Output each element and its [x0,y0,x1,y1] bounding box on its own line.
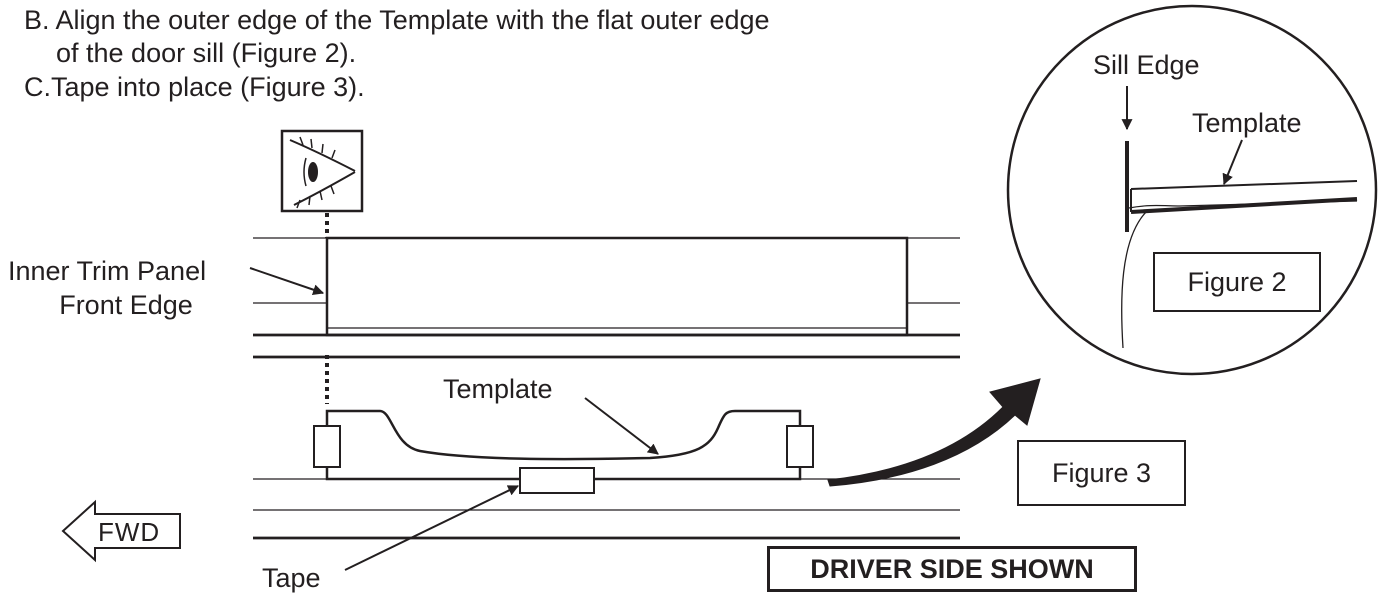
template-outline [325,409,802,481]
front-edge-label: Front Edge [59,290,193,320]
figure3-label: Figure 3 [1017,440,1186,506]
template-label: Template [443,374,553,404]
instruction-step-b-line2: of the door sill (Figure 2). [56,38,357,68]
inner-trim-panel-label: Inner Trim Panel [8,256,207,286]
eye-icon [280,129,364,213]
template-detail-label: Template [1192,108,1302,138]
upper-sill-view [253,236,960,359]
tape-label: Tape [262,563,321,593]
driver-side-banner: DRIVER SIDE SHOWN [767,546,1137,592]
figure2-label: Figure 2 [1153,252,1321,312]
tape-strip [519,467,595,494]
instruction-step-b-line1: B. Align the outer edge of the Template … [24,5,770,35]
sill-edge-label: Sill Edge [1093,50,1200,80]
fwd-label: FWD [98,517,161,547]
callout-arrow [827,378,1041,487]
instruction-step-c: C.Tape into place (Figure 3). [24,72,365,102]
fwd-arrow [61,499,181,563]
lower-sill-view [253,409,960,540]
